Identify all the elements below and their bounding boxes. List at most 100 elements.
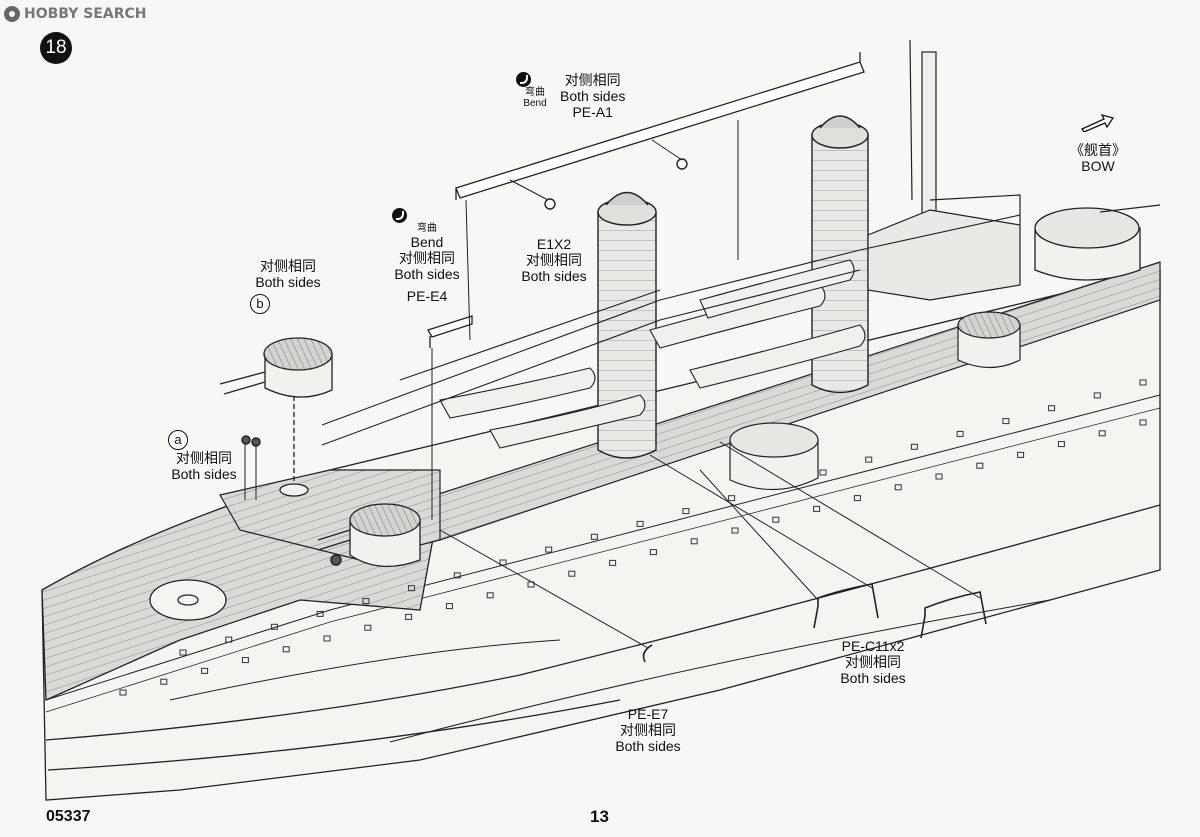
- porthole: [728, 495, 736, 502]
- porthole: [853, 495, 861, 502]
- porthole: [636, 520, 644, 527]
- porthole: [1093, 392, 1101, 399]
- label-en: Both sides: [615, 738, 681, 754]
- porthole: [282, 646, 290, 653]
- label-en: Both sides: [840, 670, 906, 686]
- pe-e7-part: [642, 644, 653, 663]
- label-cn: 对侧相同: [399, 250, 455, 266]
- label-cn: 对侧相同: [526, 252, 582, 268]
- mast: [867, 39, 1021, 301]
- turret-b: [219, 337, 333, 497]
- watermark-logo-icon: [4, 6, 20, 22]
- forward-turret: [317, 503, 421, 568]
- page-number: 13: [590, 807, 609, 826]
- porthole: [499, 559, 507, 566]
- label-cn: 对侧相同: [260, 258, 316, 274]
- pe-a1-railing: [455, 52, 865, 200]
- hull: [41, 269, 1161, 801]
- porthole: [1057, 441, 1065, 448]
- porthole: [935, 473, 943, 480]
- porthole: [894, 484, 902, 491]
- porthole: [568, 570, 576, 577]
- porthole: [545, 546, 553, 553]
- label-bow: 《舰首》 BOW: [1068, 142, 1128, 174]
- label-pe-c11: PE-C11x2 对侧相同 Both sides: [832, 638, 914, 686]
- boats: [439, 259, 866, 449]
- porthole: [408, 585, 416, 592]
- porthole: [323, 635, 331, 642]
- label-e1x2: E1X2 对侧相同 Both sides: [518, 236, 590, 284]
- aft-turret: [1034, 204, 1161, 281]
- porthole: [819, 469, 827, 476]
- porthole: [362, 598, 370, 605]
- leader-lines: [244, 120, 981, 649]
- porthole: [1002, 418, 1010, 425]
- a-mount-parts: [241, 435, 342, 566]
- bend-icon: [516, 72, 531, 87]
- porthole: [682, 508, 690, 515]
- porthole: [445, 603, 453, 610]
- porthole: [453, 572, 461, 579]
- side-turret-mid: [957, 311, 1021, 369]
- porthole: [813, 505, 821, 512]
- step-number-badge: 18: [40, 32, 72, 64]
- porthole: [772, 516, 780, 523]
- porthole: [1098, 430, 1106, 437]
- bow-arrow-icon: [1081, 114, 1114, 132]
- label-cn: 对侧相同: [845, 654, 901, 670]
- porthole: [270, 623, 278, 630]
- porthole: [1017, 451, 1025, 458]
- bend-cn: 弯曲: [525, 87, 545, 98]
- sponson-turret: [729, 422, 819, 491]
- superstructure: [321, 214, 1021, 446]
- label-pe-e7: PE-E7 对侧相同 Both sides: [610, 706, 686, 754]
- part-number: PE-A1: [572, 104, 613, 120]
- label-cn: 对侧相同: [620, 722, 676, 738]
- porthole: [119, 689, 127, 696]
- porthole: [241, 657, 249, 664]
- watermark: HOBBY SEARCH: [4, 4, 146, 24]
- marker-b: b: [250, 294, 270, 314]
- label-pe-e4: 弯曲 Bend 对侧相同 Both sides PE-E4: [392, 208, 462, 304]
- part-number: PE-E7: [627, 706, 669, 722]
- label-en: Both sides: [394, 266, 460, 282]
- porthole: [1048, 405, 1056, 412]
- label-b-turret: 对侧相同 Both sides b: [250, 258, 326, 314]
- label-en: Both sides: [255, 274, 321, 290]
- label-en: Both sides: [521, 268, 587, 284]
- label-a-mount: a 对侧相同 Both sides: [168, 430, 240, 482]
- part-number: PE-E4: [406, 288, 448, 304]
- porthole: [1139, 379, 1147, 386]
- label-pe-a1: 弯曲 Bend 对侧相同 Both sides PE-A1: [516, 72, 625, 120]
- porthole: [590, 533, 598, 540]
- porthole: [486, 592, 494, 599]
- hull-portholes: [119, 379, 1147, 696]
- part-number: PE-C11x2: [841, 638, 905, 654]
- porthole: [225, 636, 233, 643]
- porthole: [865, 456, 873, 463]
- part-number: E1X2: [536, 236, 572, 252]
- porthole: [405, 613, 413, 620]
- porthole: [649, 549, 657, 556]
- bend-cn: 弯曲: [417, 223, 437, 234]
- bend-en: Bend: [410, 234, 444, 250]
- label-cn: 对侧相同: [564, 72, 621, 88]
- pe-c11-davits: [813, 583, 987, 639]
- watermark-text: HOBBY SEARCH: [24, 6, 147, 22]
- porthole: [179, 649, 187, 656]
- porthole: [1139, 419, 1147, 426]
- porthole: [160, 678, 168, 685]
- porthole: [201, 667, 209, 674]
- e1-rings: [544, 158, 688, 210]
- bend-en: Bend: [523, 98, 547, 109]
- product-code: 05337: [46, 808, 91, 825]
- porthole: [364, 624, 372, 631]
- pe-e4-part: [427, 315, 473, 348]
- porthole: [910, 443, 918, 450]
- porthole: [731, 527, 739, 534]
- label-cn: 对侧相同: [176, 450, 232, 466]
- porthole: [609, 559, 617, 566]
- label-en: Both sides: [171, 466, 237, 482]
